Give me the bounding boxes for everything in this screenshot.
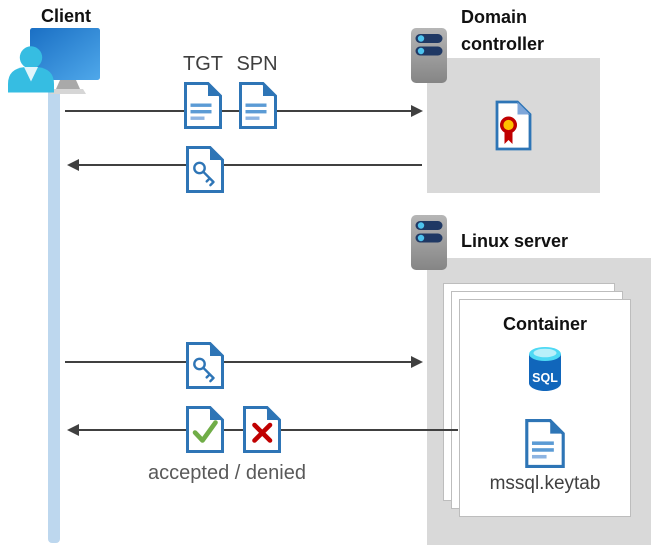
person-head (19, 46, 43, 69)
key-bow (193, 357, 206, 371)
linux-server-title: Linux server (461, 231, 569, 251)
key-bow (193, 161, 206, 175)
doc-fold (550, 420, 564, 434)
doc-fold (267, 407, 280, 420)
doc-text-line (245, 103, 267, 107)
doc-text-line (190, 116, 205, 120)
client-lifeline (48, 90, 60, 543)
arrowhead-client-to-dc (411, 105, 423, 117)
key-ticket-icon (186, 146, 224, 193)
certificate-fold (517, 102, 530, 115)
doc-fold (208, 83, 221, 96)
client-title: Client (40, 6, 91, 26)
doc-text-line (190, 103, 212, 107)
tgt-label: TGT (183, 53, 223, 75)
doc-text-line (531, 448, 554, 452)
linux-server-icon (411, 215, 447, 270)
arrowhead-client-to-container (411, 356, 423, 368)
monitor-stand (56, 80, 80, 89)
doc-page (186, 406, 224, 453)
container-card-front (459, 299, 631, 517)
domain-controller-title: Domain controller (461, 7, 545, 54)
certificate-ribbon (504, 130, 513, 144)
container-title: Container (502, 314, 587, 334)
arrowhead-dc-to-client (67, 159, 79, 171)
doc-fold (210, 407, 223, 420)
server-led (417, 222, 425, 229)
accepted-denied-label: accepted / denied (148, 462, 306, 484)
tgt-document-icon (184, 82, 222, 129)
sql-cylinder-body (529, 354, 561, 391)
cross-glyph (252, 422, 273, 443)
server-led (417, 35, 425, 42)
sql-database-icon: SQL (529, 347, 561, 391)
key-ticket-icon (186, 342, 224, 389)
doc-text-line (245, 110, 267, 114)
accepted-check-icon (186, 406, 224, 453)
doc-text-line (190, 110, 212, 114)
person-collar (24, 67, 38, 82)
arrow-dc-to-client (78, 164, 422, 166)
doc-text-line (531, 454, 547, 459)
arrow-client-to-dc (65, 110, 412, 112)
spn-label: SPN (236, 53, 278, 75)
sql-cylinder-top-highlight (533, 348, 557, 358)
client-user-monitor-icon (8, 28, 100, 94)
doc-fold (210, 343, 223, 356)
monitor-screen (30, 28, 100, 80)
keytab-file-icon (525, 419, 565, 468)
check-glyph (192, 420, 218, 443)
monitor-base (50, 89, 86, 94)
doc-fold (210, 147, 223, 160)
arrow-client-to-container (65, 361, 412, 363)
sql-badge-text: SQL (532, 371, 558, 385)
server-led (417, 234, 425, 242)
doc-text-line (531, 441, 554, 445)
key-stem (202, 170, 215, 187)
arrowhead-container-to-client (67, 424, 79, 436)
certificate-seal (499, 116, 518, 134)
keytab-filename-label: mssql.keytab (489, 473, 601, 494)
spn-document-icon (239, 82, 277, 129)
certificate-icon (495, 100, 532, 151)
domain-controller-server-icon (411, 28, 447, 83)
denied-cross-icon (243, 406, 281, 453)
doc-text-line (245, 116, 260, 120)
doc-fold (263, 83, 276, 96)
key-stem (202, 366, 215, 383)
server-led (417, 47, 425, 55)
